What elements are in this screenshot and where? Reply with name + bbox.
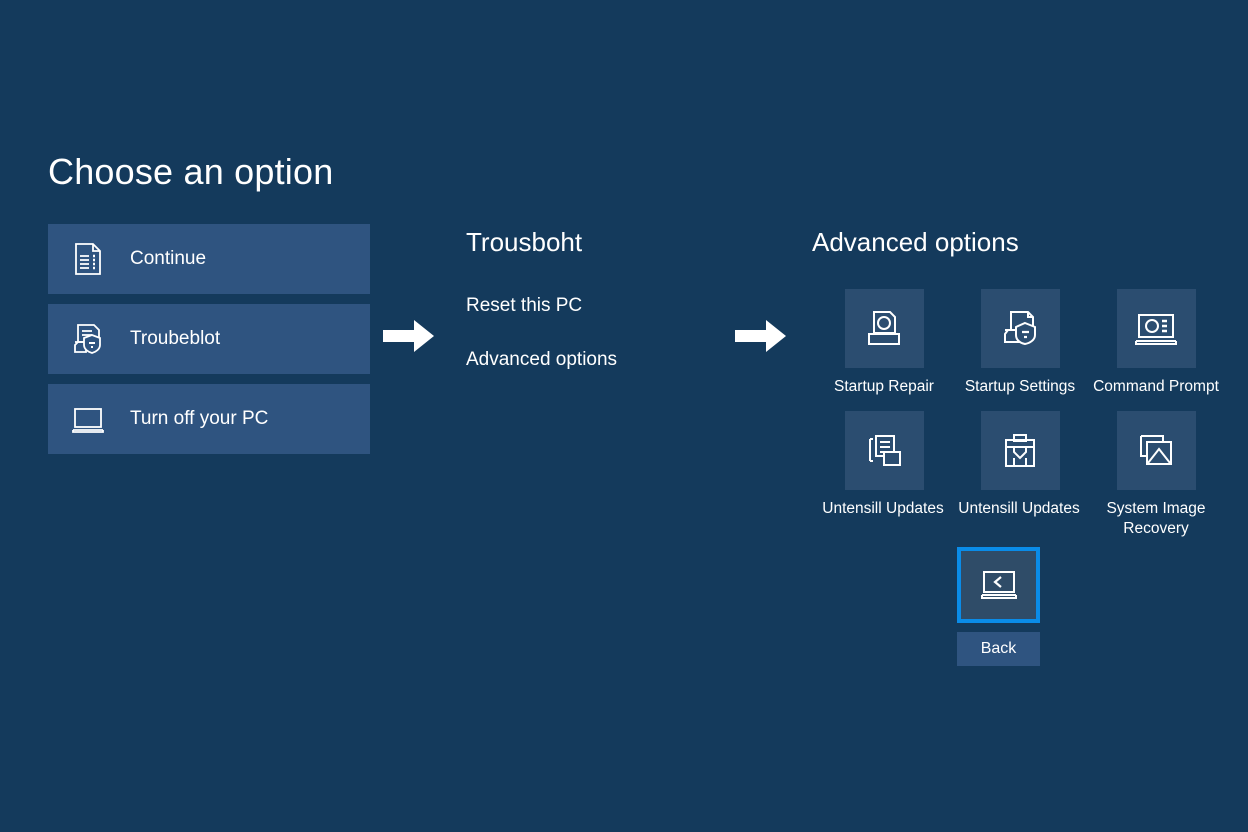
tile-startup-repair[interactable]: Startup Repair — [816, 289, 952, 397]
back-button[interactable] — [957, 547, 1040, 623]
tile-label: System Image Recovery — [1106, 500, 1206, 537]
option-label: Turn off your PC — [130, 408, 269, 429]
tile-icon-box — [1116, 289, 1196, 368]
option-button-troubeblot[interactable]: Troubeblot — [48, 304, 370, 374]
updates-document-icon — [861, 428, 907, 474]
option-button-continue[interactable]: Continue — [48, 224, 370, 294]
troubleshoot-panel: Trousboht Reset this PC Advanced options — [466, 225, 716, 401]
updates-clipboard-icon — [997, 428, 1043, 474]
panel-title: Trousboht — [466, 227, 583, 257]
tile-icon-box — [980, 411, 1060, 490]
tile-untensill-updates-1[interactable]: Untensill Updates — [816, 411, 952, 539]
tile-startup-settings[interactable]: Startup Settings — [952, 289, 1088, 397]
tile-label: Startup Repair — [834, 378, 934, 395]
advanced-options-panel: Advanced options Startup Repair — [812, 225, 1219, 553]
arrow-right-icon — [381, 315, 437, 357]
page-title: Choose an option — [48, 151, 334, 192]
arrow-right-icon — [733, 315, 789, 357]
tile-command-prompt[interactable]: Command Prompt — [1088, 289, 1224, 397]
tile-icon-box — [844, 411, 924, 490]
tile-icon-box — [844, 289, 924, 368]
link-reset-this-pc[interactable]: Reset this PC — [466, 295, 583, 316]
tile-label: Untensill Updates — [958, 500, 1080, 517]
tile-system-image-recovery[interactable]: System Image Recovery — [1088, 411, 1224, 539]
option-label: Troubeblot — [130, 328, 221, 349]
tile-label: Command Prompt — [1093, 378, 1219, 395]
tile-untensill-updates-2[interactable]: Untensill Updates — [952, 411, 1088, 539]
choose-option-panel: Choose an option Continue — [48, 150, 378, 464]
tile-label: Startup Settings — [964, 378, 1076, 395]
system-image-icon — [1133, 428, 1179, 474]
startup-settings-icon — [997, 306, 1043, 352]
back-label[interactable]: Back — [957, 632, 1040, 666]
tile-icon-box — [1116, 411, 1196, 490]
back-chevron-icon — [977, 565, 1021, 605]
monitor-icon — [68, 399, 108, 439]
tile-label: Untensill Updates — [822, 500, 944, 517]
link-advanced-options[interactable]: Advanced options — [466, 349, 618, 370]
document-shield-icon — [68, 319, 108, 359]
back-control: Back — [957, 547, 1040, 666]
option-button-turn-off-pc[interactable]: Turn off your PC — [48, 384, 370, 454]
advanced-options-grid: Startup Repair Startup Settin — [816, 289, 1226, 553]
panel-title: Advanced options — [812, 227, 1019, 257]
startup-repair-icon — [861, 306, 907, 352]
tile-icon-box — [980, 289, 1060, 368]
option-label: Continue — [130, 248, 207, 269]
document-list-icon — [68, 239, 108, 279]
command-prompt-icon — [1132, 306, 1180, 352]
